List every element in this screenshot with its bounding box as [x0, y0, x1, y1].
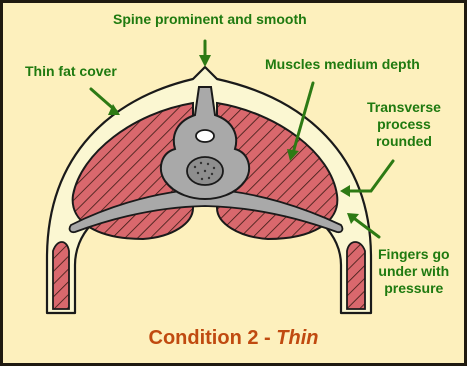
condition-title: Condition 2 - Thin [3, 327, 464, 350]
left-leg-muscle [53, 242, 69, 309]
fingers-label-line-2: under with [378, 263, 450, 280]
muscles-label: Muscles medium depth [265, 56, 420, 73]
right-leg-muscle [347, 242, 365, 309]
transverse-label: Transverse process rounded [367, 99, 441, 150]
transverse-label-line-3: rounded [367, 133, 441, 150]
fat-cover-label: Thin fat cover [25, 63, 117, 80]
transverse-label-line-2: process [367, 116, 441, 133]
condition-prefix: Condition 2 - [149, 327, 277, 349]
spine-label: Spine prominent and smooth [113, 11, 307, 28]
spine-arrowhead [199, 55, 211, 67]
fingers-label: Fingers go under with pressure [378, 246, 450, 297]
fingers-label-line-3: pressure [378, 280, 450, 297]
transverse-label-line-1: Transverse [367, 99, 441, 116]
spinal-canal [196, 130, 214, 142]
fingers-label-line-1: Fingers go [378, 246, 450, 263]
condition-emphasis: Thin [276, 327, 318, 349]
